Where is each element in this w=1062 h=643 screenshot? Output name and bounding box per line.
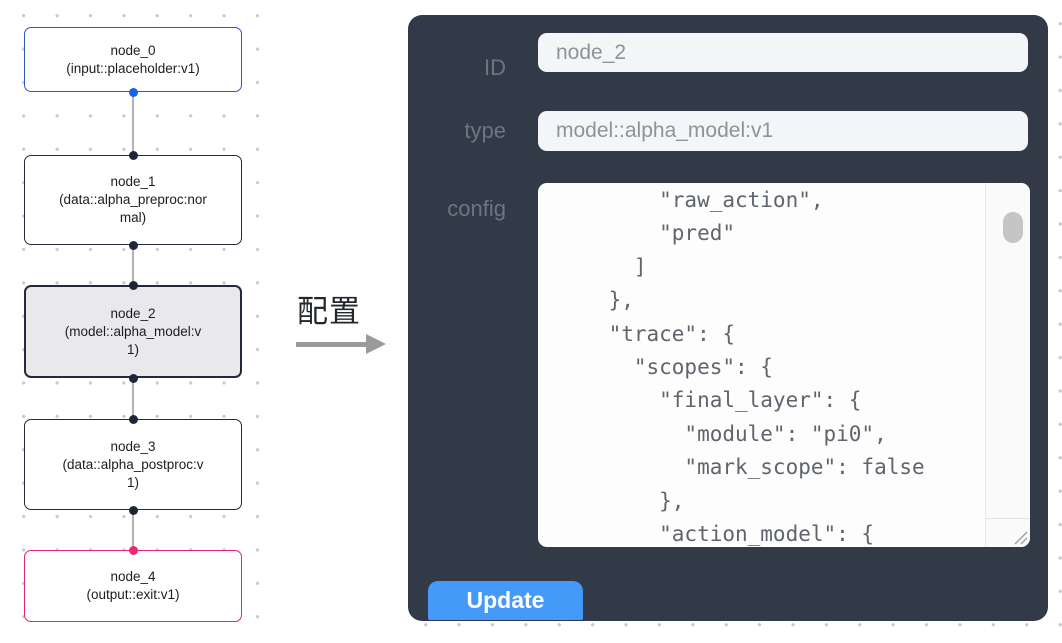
right-arrow-shaft <box>296 342 368 347</box>
type-input[interactable] <box>538 111 1028 151</box>
node-title: node_0 <box>110 42 156 58</box>
handle-node1-target[interactable] <box>128 150 138 160</box>
flow-node-node_4[interactable]: node_4 (output::exit:v1) <box>24 550 242 622</box>
config-json-text[interactable]: "raw_action", "pred" ] }, "trace": { "sc… <box>608 188 925 547</box>
handle-node0-source[interactable] <box>128 87 138 97</box>
edge-node1-node2[interactable] <box>132 245 134 285</box>
node-title: node_1 <box>110 174 156 189</box>
handle-node3-source[interactable] <box>128 505 138 515</box>
node-subtitle: (data::alpha_postproc:v1) <box>62 456 204 490</box>
id-input[interactable] <box>538 33 1028 72</box>
node-subtitle: (model::alpha_model:v1) <box>64 323 202 357</box>
configure-annotation-label: 配置 <box>297 294 361 329</box>
config-scrollbar-thumb[interactable] <box>1003 212 1023 243</box>
node-title: node_4 <box>110 569 156 584</box>
flow-node-node_3[interactable]: node_3 (data::alpha_postproc:v1) <box>24 419 242 510</box>
edge-node2-node3[interactable] <box>132 378 134 419</box>
node-title: node_3 <box>110 438 156 454</box>
handle-node3-target[interactable] <box>128 414 138 424</box>
right-arrow-icon <box>366 334 386 354</box>
scrollbar-corner-divider <box>985 518 1030 519</box>
type-field-label: type <box>464 118 506 143</box>
node-subtitle: (output::exit:v1) <box>86 587 180 602</box>
flow-node-node_0[interactable]: node_0 (input::placeholder:v1) <box>24 27 242 92</box>
flow-node-node_2-selected[interactable]: node_2 (model::alpha_model:v1) <box>24 285 242 378</box>
handle-node2-target[interactable] <box>128 280 138 290</box>
flow-canvas[interactable]: node_0 (input::placeholder:v1) node_1 (d… <box>0 0 268 643</box>
config-textarea[interactable]: "raw_action", "pred" ] }, "trace": { "sc… <box>538 183 1030 547</box>
handle-node4-target[interactable] <box>128 545 138 555</box>
node-config-panel: ID type config "raw_action", "pred" ] },… <box>408 15 1048 621</box>
handle-node2-source[interactable] <box>128 373 138 383</box>
flow-node-node_1[interactable]: node_1 (data::alpha_preproc:normal) <box>24 155 242 245</box>
update-button[interactable]: Update <box>428 581 583 620</box>
node-subtitle: (data::alpha_preproc:normal) <box>59 192 207 225</box>
edge-node0-node1[interactable] <box>132 92 134 155</box>
handle-node1-source[interactable] <box>128 240 138 250</box>
resize-grip-icon[interactable] <box>1012 529 1028 545</box>
config-field-label: config <box>447 196 506 221</box>
config-scrollbar-track[interactable] <box>985 183 1030 547</box>
edge-node3-node4[interactable] <box>132 510 134 550</box>
node-subtitle: (input::placeholder:v1) <box>66 60 200 76</box>
node-title: node_2 <box>110 305 156 321</box>
id-field-label: ID <box>484 55 506 80</box>
